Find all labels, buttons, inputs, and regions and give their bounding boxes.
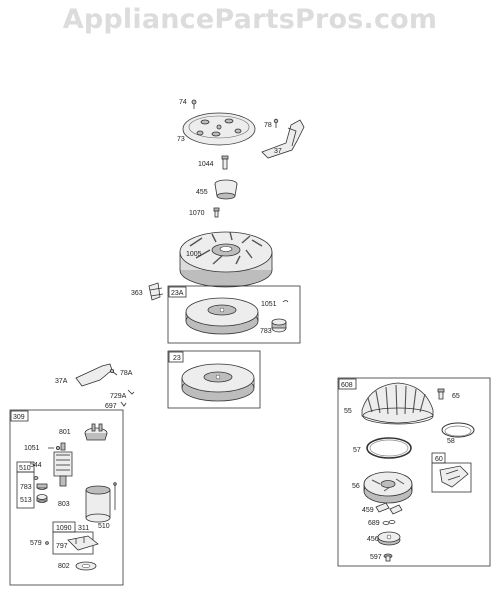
label-513: 513 (20, 497, 32, 504)
label-1051: 1051 (261, 301, 277, 308)
part-697-clip (120, 401, 127, 407)
label-74: 74 (179, 99, 187, 106)
group-box-608 (337, 377, 491, 567)
label-579: 579 (30, 540, 42, 547)
label-801: 801 (59, 429, 71, 436)
part-1005-flywheel (179, 231, 273, 288)
label-55: 55 (344, 408, 352, 415)
part-1051-ring (282, 300, 289, 303)
label-58: 58 (447, 438, 455, 445)
label-56: 56 (352, 483, 360, 490)
part-783-gear-starter (36, 483, 48, 490)
part-801-end-cap (84, 423, 108, 441)
group-box-23 (167, 350, 261, 409)
label-797: 797 (56, 543, 68, 550)
part-597-screw (383, 553, 393, 562)
label-1044: 1044 (198, 161, 214, 168)
label-1070: 1070 (189, 210, 205, 217)
label-57: 57 (353, 447, 361, 454)
part-459-dog (375, 502, 403, 515)
part-729a-wire (127, 389, 135, 395)
part-1044-screw (221, 155, 229, 170)
part-803-housing (85, 485, 111, 523)
label-783: 783 (260, 328, 272, 335)
part-60-handle (439, 465, 469, 488)
label-455: 455 (196, 189, 208, 196)
part-65-screw (437, 388, 445, 400)
label-802: 802 (58, 563, 70, 570)
label-803: 803 (58, 501, 70, 508)
label-box-23a (168, 286, 187, 298)
part-689-spring-small (382, 520, 396, 525)
label-456: 456 (367, 536, 379, 543)
part-58-rope (441, 422, 475, 438)
label-23a: 23A (171, 290, 184, 297)
label-box-608 (338, 378, 357, 390)
group-box-60 (431, 462, 472, 493)
part-55-starter-housing (361, 382, 434, 425)
part-23-flywheel (181, 363, 255, 402)
watermark-logo: AppliancePartsPros.com (62, 4, 438, 35)
label-729a: 729A (110, 393, 127, 400)
label-597: 597 (370, 554, 382, 561)
label-309: 309 (13, 414, 25, 421)
part-783-gear (271, 318, 287, 333)
part-1070-screw (213, 207, 220, 218)
label-73: 73 (177, 136, 185, 143)
part-510-clutch-small (33, 476, 39, 480)
part-73-rotating-screen (182, 112, 256, 146)
group-box-309 (9, 409, 124, 586)
label-608: 608 (341, 382, 353, 389)
label-510-box: 510 (19, 465, 31, 472)
label-box-309 (10, 410, 29, 422)
label-544: 544 (30, 462, 42, 469)
label-78a: 78A (120, 370, 133, 377)
label-box-23 (168, 351, 184, 363)
label-1051-starter: 1051 (24, 445, 40, 452)
label-510-bolt: 510 (98, 523, 110, 530)
label-23: 23 (173, 355, 181, 362)
label-1005: 1005 (186, 251, 202, 258)
part-802-gasket (75, 561, 97, 571)
part-23a-flywheel-assembly (185, 297, 259, 335)
part-74-screw (191, 99, 197, 109)
label-311: 311 (78, 525, 89, 532)
part-510-through-bolt (113, 482, 117, 510)
label-363: 363 (131, 290, 143, 297)
part-78a-screw (110, 368, 118, 376)
part-311-brush-assembly (67, 535, 99, 551)
label-1090: 1090 (56, 525, 72, 532)
part-456-retainer (377, 531, 401, 546)
part-37a-vane (75, 363, 113, 387)
label-37a: 37A (55, 378, 68, 385)
part-1051-washer-starter (56, 445, 61, 450)
part-579-screw (45, 541, 49, 545)
label-689: 689 (368, 520, 380, 527)
part-57-spring (366, 437, 412, 459)
label-697: 697 (105, 403, 117, 410)
label-459: 459 (362, 507, 374, 514)
part-78-screw (273, 118, 279, 128)
part-363-bracket (148, 282, 164, 301)
part-37-air-vane (261, 119, 305, 159)
label-783-starter: 783 (20, 484, 32, 491)
group-box-23a (167, 285, 301, 344)
part-56-pulley (363, 471, 413, 504)
label-65: 65 (452, 393, 460, 400)
part-455-starter-cup (214, 179, 238, 200)
group-box-510 (16, 471, 35, 509)
part-513-nut (36, 494, 48, 503)
label-37: 37 (274, 148, 282, 155)
part-544-armature (53, 442, 73, 487)
label-78: 78 (264, 122, 272, 129)
label-60: 60 (435, 456, 443, 463)
